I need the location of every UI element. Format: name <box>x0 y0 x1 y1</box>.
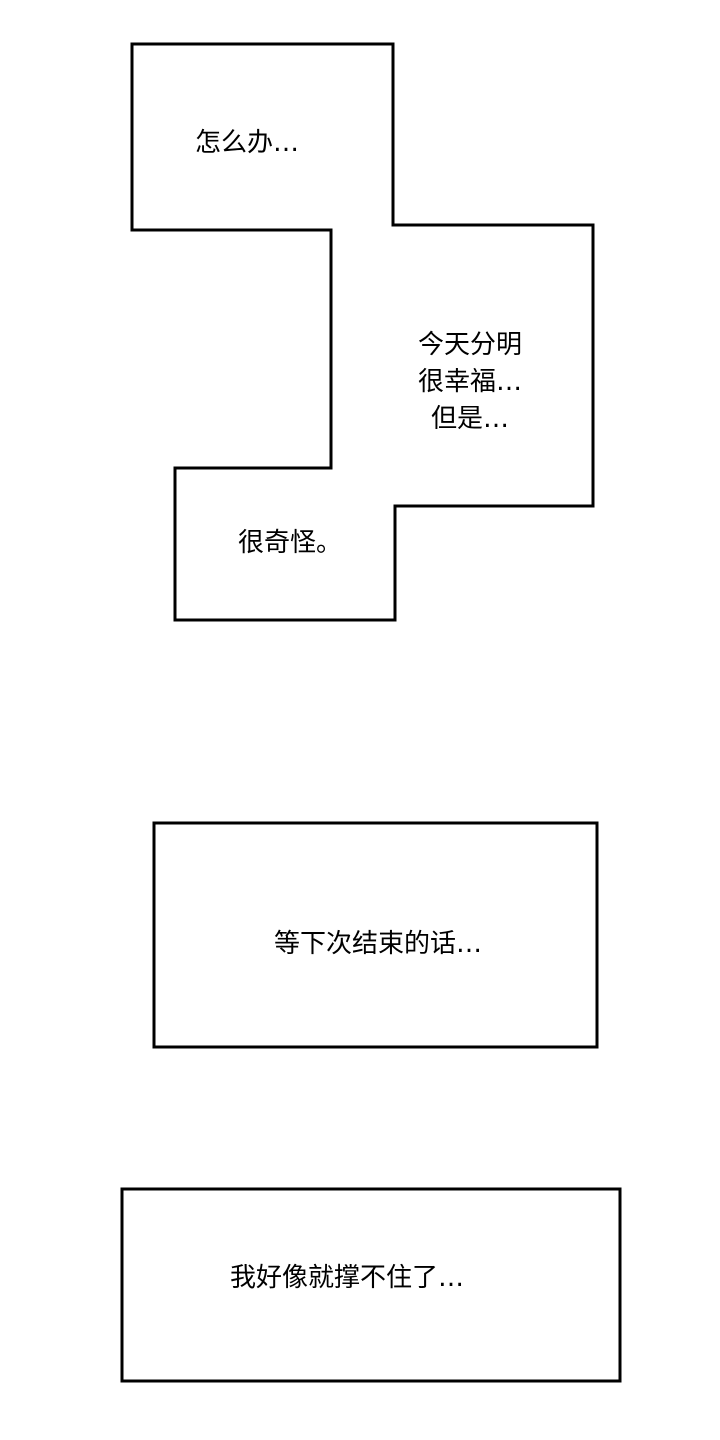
bottom-caption-frame <box>120 1187 622 1383</box>
caption-text-happy-line2: 很幸福… <box>417 367 522 397</box>
caption-text-strange: 很奇怪。 <box>238 528 343 558</box>
top-caption-frame <box>130 42 595 622</box>
caption-text-next-time: 等下次结束的话… <box>274 929 483 959</box>
caption-text-cant-hold-on: 我好像就撑不住了… <box>230 1263 465 1293</box>
caption-text-happy-line1: 今天分明 <box>417 330 522 360</box>
caption-text-what-to-do: 怎么办… <box>195 128 300 158</box>
middle-caption-frame <box>152 821 599 1049</box>
caption-text-happy-line3: 但是… <box>430 404 509 434</box>
